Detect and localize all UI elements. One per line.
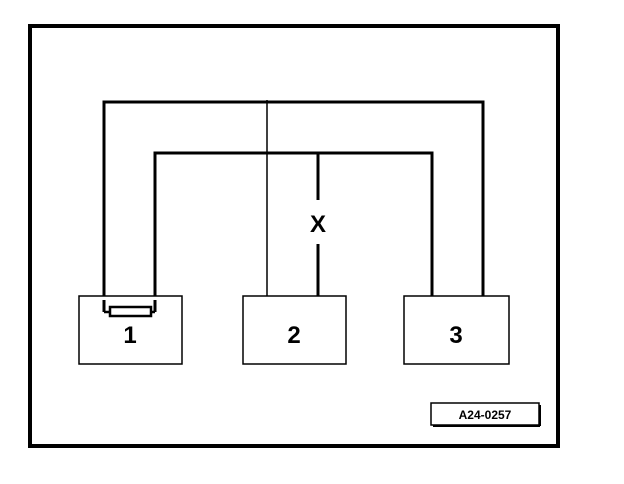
component-label-2: 2 — [287, 322, 300, 349]
diagram-frame — [28, 24, 560, 448]
fuse-icon — [108, 305, 153, 318]
component-label-3: 3 — [449, 322, 462, 349]
component-box-3 — [403, 295, 510, 365]
component-box-2 — [242, 295, 347, 365]
wire-inner-loop — [153, 151, 434, 305]
wire-outer-loop — [102, 100, 485, 305]
reference-code: A24-0257 — [459, 408, 512, 422]
component-label-1: 1 — [123, 322, 136, 349]
measurement-x-label: X — [310, 211, 326, 238]
